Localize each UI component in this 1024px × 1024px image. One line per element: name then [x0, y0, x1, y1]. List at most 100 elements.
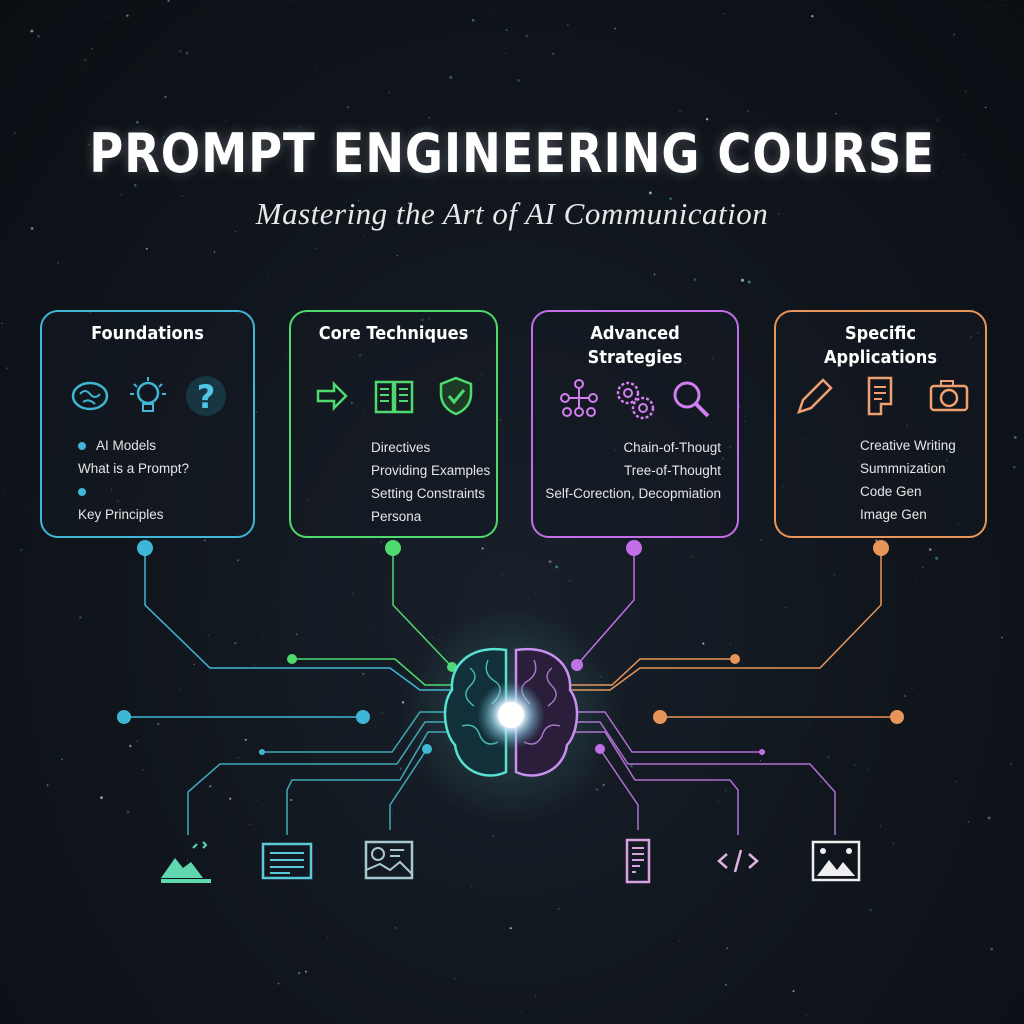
star — [499, 418, 502, 421]
star — [289, 0, 292, 1]
page-title: PROMPT ENGINEERING COURSE — [89, 122, 935, 185]
mountain-chart-icon — [161, 841, 211, 883]
star — [717, 801, 719, 803]
star — [134, 183, 137, 187]
star — [348, 712, 349, 714]
star — [921, 566, 924, 569]
star — [14, 132, 16, 134]
star — [669, 197, 672, 201]
star — [915, 581, 916, 583]
star — [169, 151, 171, 153]
star — [864, 285, 865, 287]
star — [237, 757, 240, 759]
star — [481, 547, 484, 550]
star — [244, 738, 247, 741]
star — [128, 744, 132, 748]
star — [371, 163, 375, 167]
magnifier-icon — [673, 381, 710, 418]
page-subtitle: Mastering the Art of AI Communication — [255, 196, 769, 231]
star — [315, 247, 318, 250]
star — [240, 687, 242, 689]
star — [682, 211, 686, 215]
star — [792, 990, 795, 993]
star — [729, 644, 731, 646]
star — [1006, 270, 1008, 272]
star — [505, 52, 507, 54]
star — [808, 724, 810, 726]
star — [988, 7, 990, 9]
bullet-icon — [78, 488, 86, 497]
star — [492, 835, 495, 837]
star — [1, 322, 3, 325]
star — [521, 1011, 522, 1012]
star — [37, 34, 40, 38]
star — [892, 842, 895, 844]
star — [548, 560, 552, 563]
list-item: Setting Constraints — [371, 486, 486, 501]
star — [285, 352, 287, 354]
star — [88, 144, 90, 146]
star — [46, 784, 49, 787]
image-icon — [811, 840, 861, 882]
list-item: What is a Prompt? — [78, 461, 190, 476]
star — [526, 35, 528, 37]
star — [126, 810, 130, 814]
star — [136, 740, 139, 743]
star — [254, 664, 256, 667]
star — [1013, 435, 1017, 439]
star — [326, 937, 328, 939]
star — [57, 262, 59, 264]
star — [234, 230, 237, 233]
star — [678, 109, 682, 113]
star — [449, 75, 453, 79]
star — [299, 126, 301, 128]
star — [157, 722, 160, 726]
star — [178, 689, 181, 691]
star — [1012, 465, 1016, 469]
star — [990, 947, 993, 951]
star — [95, 136, 97, 138]
star — [692, 556, 694, 558]
star — [164, 95, 167, 99]
module-core-techniques: Core Techniques Directives Providing Exa… — [289, 310, 498, 538]
module-title: Advanced Strategies — [587, 323, 683, 368]
star — [61, 758, 63, 761]
star — [927, 819, 929, 821]
star — [2, 490, 4, 492]
star — [185, 51, 189, 55]
star — [595, 788, 599, 791]
star — [471, 18, 475, 22]
star — [396, 255, 399, 257]
star — [648, 191, 652, 195]
star — [854, 763, 857, 767]
text-lines-icon — [261, 842, 313, 880]
star — [602, 783, 605, 786]
list-item: Chain-of-Thougt — [623, 440, 721, 455]
gears-icon — [616, 381, 655, 420]
star — [955, 780, 958, 783]
star — [651, 761, 653, 763]
lightbulb-icon — [129, 377, 166, 412]
star — [267, 277, 269, 279]
arrow-right-icon — [316, 380, 348, 412]
module-title: Core Techniques — [318, 323, 469, 344]
star — [30, 227, 34, 230]
star — [1001, 637, 1003, 639]
star — [234, 850, 236, 851]
star — [209, 785, 212, 788]
star — [653, 273, 656, 276]
star — [569, 580, 571, 582]
star — [357, 200, 360, 202]
star — [351, 593, 354, 595]
star — [386, 151, 389, 154]
star — [339, 950, 342, 953]
list-item: Code Gen — [860, 484, 922, 499]
star — [903, 694, 907, 698]
star — [277, 982, 280, 985]
star — [1022, 14, 1023, 15]
star — [304, 970, 307, 973]
star — [785, 607, 787, 608]
star — [692, 951, 694, 953]
star — [952, 33, 956, 36]
